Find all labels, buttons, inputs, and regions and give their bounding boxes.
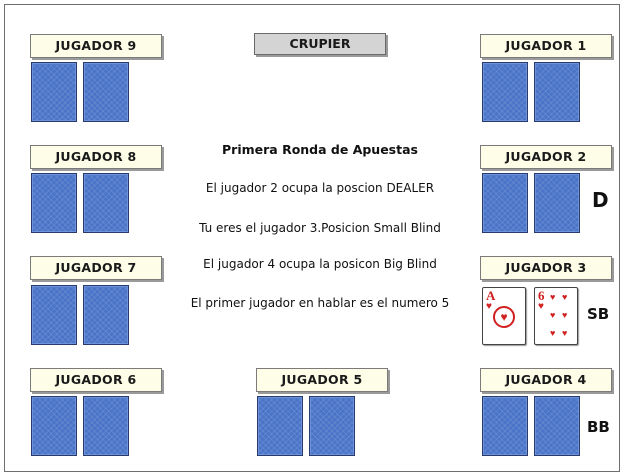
- heart-icon: ♥: [562, 328, 568, 338]
- card-back: [31, 285, 77, 345]
- card-back: [83, 285, 129, 345]
- card-back: [31, 173, 77, 233]
- card-back: [534, 396, 580, 456]
- hero-card-six-hearts: 6 ♥ ♥ ♥ ♥ ♥ ♥ ♥: [534, 287, 578, 345]
- player-label-3: JUGADOR 3: [480, 256, 612, 280]
- card-back: [482, 62, 528, 122]
- card-rank: 6: [538, 288, 545, 303]
- card-back: [83, 396, 129, 456]
- card-back: [83, 173, 129, 233]
- card-back: [534, 173, 580, 233]
- card-back: [83, 62, 129, 122]
- heart-icon: ♥: [538, 301, 544, 312]
- player-label-1: JUGADOR 1: [480, 34, 612, 58]
- big-blind-marker: BB: [587, 418, 610, 436]
- card-rank: A: [486, 288, 496, 303]
- heart-icon: ♥: [562, 310, 568, 320]
- player-label-8: JUGADOR 8: [30, 145, 162, 169]
- small-blind-marker: SB: [587, 305, 610, 323]
- card-back: [309, 396, 355, 456]
- heart-icon: ♥: [493, 306, 515, 328]
- heart-icon: ♥: [550, 310, 556, 320]
- message-line: El primer jugador en hablar es el numero…: [190, 296, 450, 310]
- card-back: [31, 62, 77, 122]
- player-label-6: JUGADOR 6: [30, 368, 162, 392]
- heart-icon: ♥: [562, 292, 568, 302]
- hero-card-ace-hearts: A ♥ ♥: [482, 287, 526, 345]
- heart-icon: ♥: [486, 301, 492, 312]
- card-back: [482, 396, 528, 456]
- dealer-marker: D: [592, 188, 609, 212]
- round-title: Primera Ronda de Apuestas: [222, 142, 418, 157]
- dealer-label: CRUPIER: [254, 33, 386, 55]
- player-label-5: JUGADOR 5: [256, 368, 388, 392]
- player-label-9: JUGADOR 9: [30, 34, 162, 58]
- card-back: [31, 396, 77, 456]
- message-line: El jugador 4 ocupa la posicon Big Blind: [203, 257, 437, 271]
- card-back: [482, 173, 528, 233]
- player-label-7: JUGADOR 7: [30, 256, 162, 280]
- message-line: El jugador 2 ocupa la poscion DEALER: [205, 181, 435, 195]
- card-back: [257, 396, 303, 456]
- heart-icon: ♥: [550, 328, 556, 338]
- card-back: [534, 62, 580, 122]
- player-label-2: JUGADOR 2: [480, 145, 612, 169]
- player-label-4: JUGADOR 4: [480, 368, 612, 392]
- heart-icon: ♥: [550, 292, 556, 302]
- message-line: Tu eres el jugador 3.Posicion Small Blin…: [199, 221, 441, 235]
